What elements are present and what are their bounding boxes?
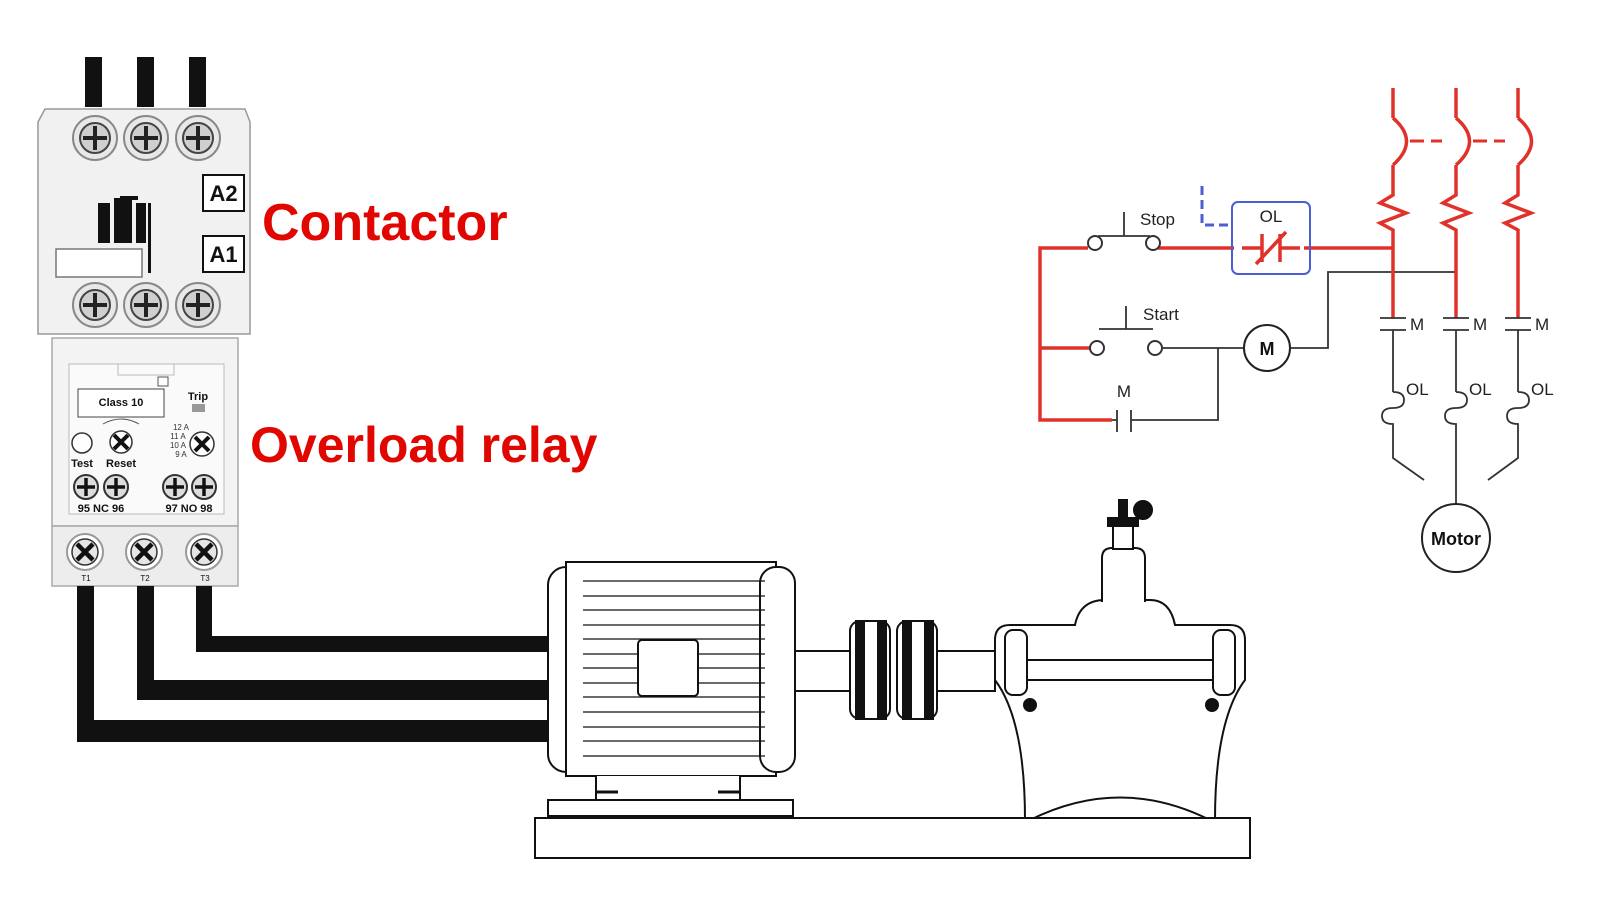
stop-label: Stop: [1140, 210, 1175, 229]
main-contact-l1: [1380, 317, 1406, 392]
fuse-l1: [1391, 116, 1409, 167]
shaft-coupling: [794, 620, 996, 720]
motor-leads: [77, 586, 548, 742]
terminal-t1-label: T1: [81, 574, 91, 583]
coil-terminal-a2-label: A2: [209, 181, 237, 206]
stop-contact-right: [1145, 235, 1161, 251]
contactor: A2 A1: [37, 57, 251, 335]
no-contacts-label: 97 NO 98: [165, 503, 212, 515]
overload-heater-l1: [1381, 391, 1425, 481]
main-contact-l2-label: M: [1473, 315, 1487, 334]
main-contact-l2: [1443, 317, 1469, 392]
nc-contacts-label: 95 NC 96: [78, 503, 124, 515]
start-label: Start: [1143, 305, 1179, 324]
overload-heater-l3: [1487, 391, 1530, 481]
coil-label: M: [1260, 339, 1275, 359]
amp-scale-12: 12 A: [173, 423, 190, 432]
centrifugal-pump: [994, 499, 1246, 821]
terminal-t1: [66, 533, 104, 571]
terminal-t2: [125, 533, 163, 571]
overload-l3-label: OL: [1531, 380, 1554, 399]
overload-relay-label: Overload relay: [250, 417, 598, 473]
overload-heater-l2: [1444, 391, 1468, 520]
ol-contact-highlight: [1231, 201, 1311, 275]
contactor-label: Contactor: [262, 194, 508, 252]
amp-scale-9: 9 A: [175, 450, 187, 459]
main-contact-l3: [1505, 317, 1531, 392]
trip-indicator: [192, 404, 205, 412]
supply-wire-l3: [189, 57, 206, 107]
phase-l3-power: [1500, 88, 1536, 318]
overload-l1-label: OL: [1406, 380, 1429, 399]
coil-terminal-a1-box: [202, 235, 245, 273]
overload-l2-label: OL: [1469, 380, 1492, 399]
amp-scale-11: 11 A: [170, 432, 186, 441]
contactor-line-screws: [72, 115, 221, 161]
fuse-l2: [1454, 116, 1472, 167]
motor-label: Motor: [1431, 529, 1481, 549]
terminal-t2-label: T2: [140, 574, 150, 583]
contactor-coil: [1243, 324, 1291, 372]
class-label: Class 10: [99, 397, 144, 409]
overload-relay: Class 10 Trip Test Reset 12 A 11 A 10 A …: [51, 337, 239, 587]
ol-mechanical-link: [1200, 186, 1232, 227]
terminal-t3: [185, 533, 223, 571]
holding-contact-label: M: [1117, 382, 1131, 401]
coil-terminal-a2-box: [202, 174, 245, 212]
contactor-indicator: [55, 196, 151, 278]
phase-l1-power: [1375, 88, 1411, 318]
fuse-l3: [1516, 116, 1534, 167]
coil-terminal-a1-label: A1: [209, 242, 237, 267]
main-contact-l1-label: M: [1410, 315, 1424, 334]
amp-adjust-dial[interactable]: [189, 431, 215, 457]
start-contact-left: [1089, 340, 1105, 356]
ol-nc-contact: [1242, 230, 1300, 266]
phase-l2-power: [1438, 88, 1474, 318]
terminal-t3-label: T3: [200, 574, 210, 583]
electric-motor: [547, 561, 796, 817]
reset-button[interactable]: [109, 430, 133, 454]
supply-wire-l1: [85, 57, 102, 107]
ol-box-label: OL: [1260, 207, 1283, 226]
supply-wire-l2: [137, 57, 154, 107]
control-circuit-wiring: [1038, 246, 1393, 422]
main-contact-l3-label: M: [1535, 315, 1549, 334]
test-label: Test: [71, 458, 93, 470]
contactor-load-screws: [72, 282, 221, 328]
ladder-schematic: Stop OL Start M M M M M: [1038, 88, 1554, 573]
aux-contact-screws: [73, 474, 217, 500]
start-contact-right: [1147, 340, 1163, 356]
reset-label: Reset: [106, 458, 136, 470]
stop-button-bar: [1098, 212, 1150, 237]
stop-contact-left: [1087, 235, 1103, 251]
class-setting-window: [77, 388, 165, 418]
holding-contact: [1112, 410, 1144, 432]
start-button-bar: [1099, 306, 1153, 330]
trip-label: Trip: [188, 391, 208, 403]
amp-scale-10: 10 A: [170, 441, 187, 450]
motor-symbol: [1421, 503, 1491, 573]
baseplate: [534, 817, 1251, 859]
test-button[interactable]: [71, 432, 93, 454]
